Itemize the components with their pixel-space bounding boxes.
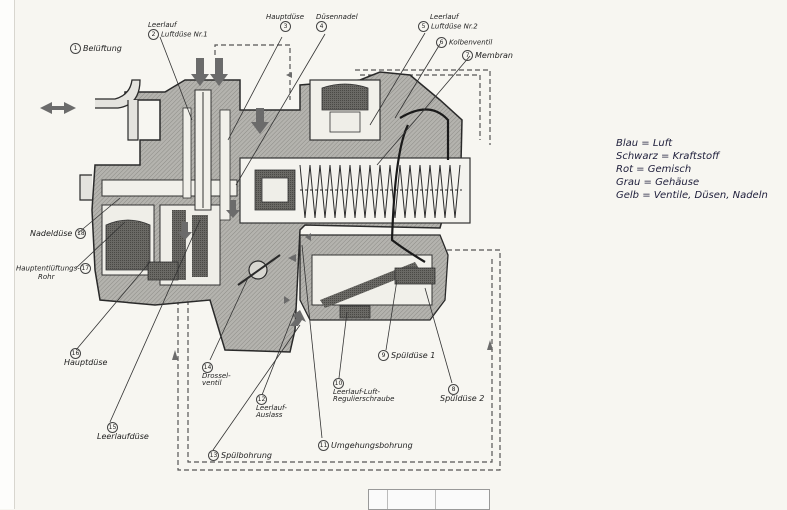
carburetor-housing — [79, 71, 471, 353]
label-leerlauf-auslass: 12 Leerlauf- Auslass — [256, 394, 287, 420]
label-line: Düsennadel — [316, 13, 358, 21]
label-line: Leerlauf — [148, 21, 177, 29]
legend-item-grau: Grau = Gehäuse — [616, 177, 700, 188]
membrane — [390, 108, 450, 263]
legend-item-rot: Rot = Gemisch — [616, 164, 692, 175]
viewer-toolbar — [368, 489, 490, 510]
toolbar-button[interactable] — [387, 490, 436, 509]
label-line: Hauptdüse — [266, 13, 305, 21]
label-line: Regulierschraube — [333, 395, 395, 404]
label-line: 14 — [202, 362, 213, 373]
label-line: 4 — [316, 21, 358, 33]
spring-coil — [299, 164, 462, 219]
label-line: Auslass — [256, 411, 283, 420]
legend-item-blau: Blau = Luft — [616, 138, 673, 149]
dashed-flow-lines — [177, 44, 501, 471]
legend-item-gelb: Gelb = Ventile, Düsen, Nadeln — [616, 190, 768, 201]
toolbar-button[interactable] — [435, 490, 489, 509]
label-hauptduese: 16 Hauptdüse — [64, 348, 107, 367]
toolbar-button[interactable] — [369, 490, 388, 509]
label-leerlauf-luft-regulierschraube: 10 Leerlauf-Luft- Regulierschraube — [333, 378, 394, 404]
flow-arrows — [40, 58, 493, 360]
label-line: ventil — [202, 379, 222, 388]
label-leerlaufduese: 15 Leerlaufdüse — [97, 422, 149, 441]
label-line: Spüldüse 2 — [440, 394, 485, 403]
label-line: 12 — [256, 394, 267, 405]
label-drosselventil: 14 Drossel- ventil — [202, 362, 231, 388]
legend-item-schwarz: Schwarz = Kraftstoff — [616, 151, 720, 162]
label-line: Leerlauf- — [256, 404, 287, 412]
label-line: 3 — [266, 21, 304, 33]
label-hauptentlueftungsrohr: Hauptentlüftungs-17 Rohr — [16, 263, 93, 281]
label-spuelduese-2: 8 Spüldüse 2 — [440, 384, 484, 403]
label-line: Rohr — [38, 273, 55, 281]
label-line: 16 — [70, 348, 81, 359]
label-line: Hauptentlüftungs-17 — [16, 263, 91, 274]
label-line: Hauptdüse — [64, 358, 108, 367]
label-line: Leerlauf — [430, 13, 459, 21]
label-line: 8 — [440, 384, 484, 395]
label-line: 10 — [333, 378, 344, 389]
label-hauptduese-top: Hauptdüse 3 — [266, 13, 305, 33]
label-line: Leerlaufdüse — [97, 432, 149, 441]
page-edge — [0, 0, 15, 509]
label-line: Drossel- — [202, 372, 231, 380]
label-line: 15 — [107, 422, 118, 433]
leader-lines — [75, 32, 471, 451]
label-duesennadel: Düsennadel 4 — [316, 13, 358, 33]
label-line: Leerlauf-Luft- — [333, 388, 381, 396]
